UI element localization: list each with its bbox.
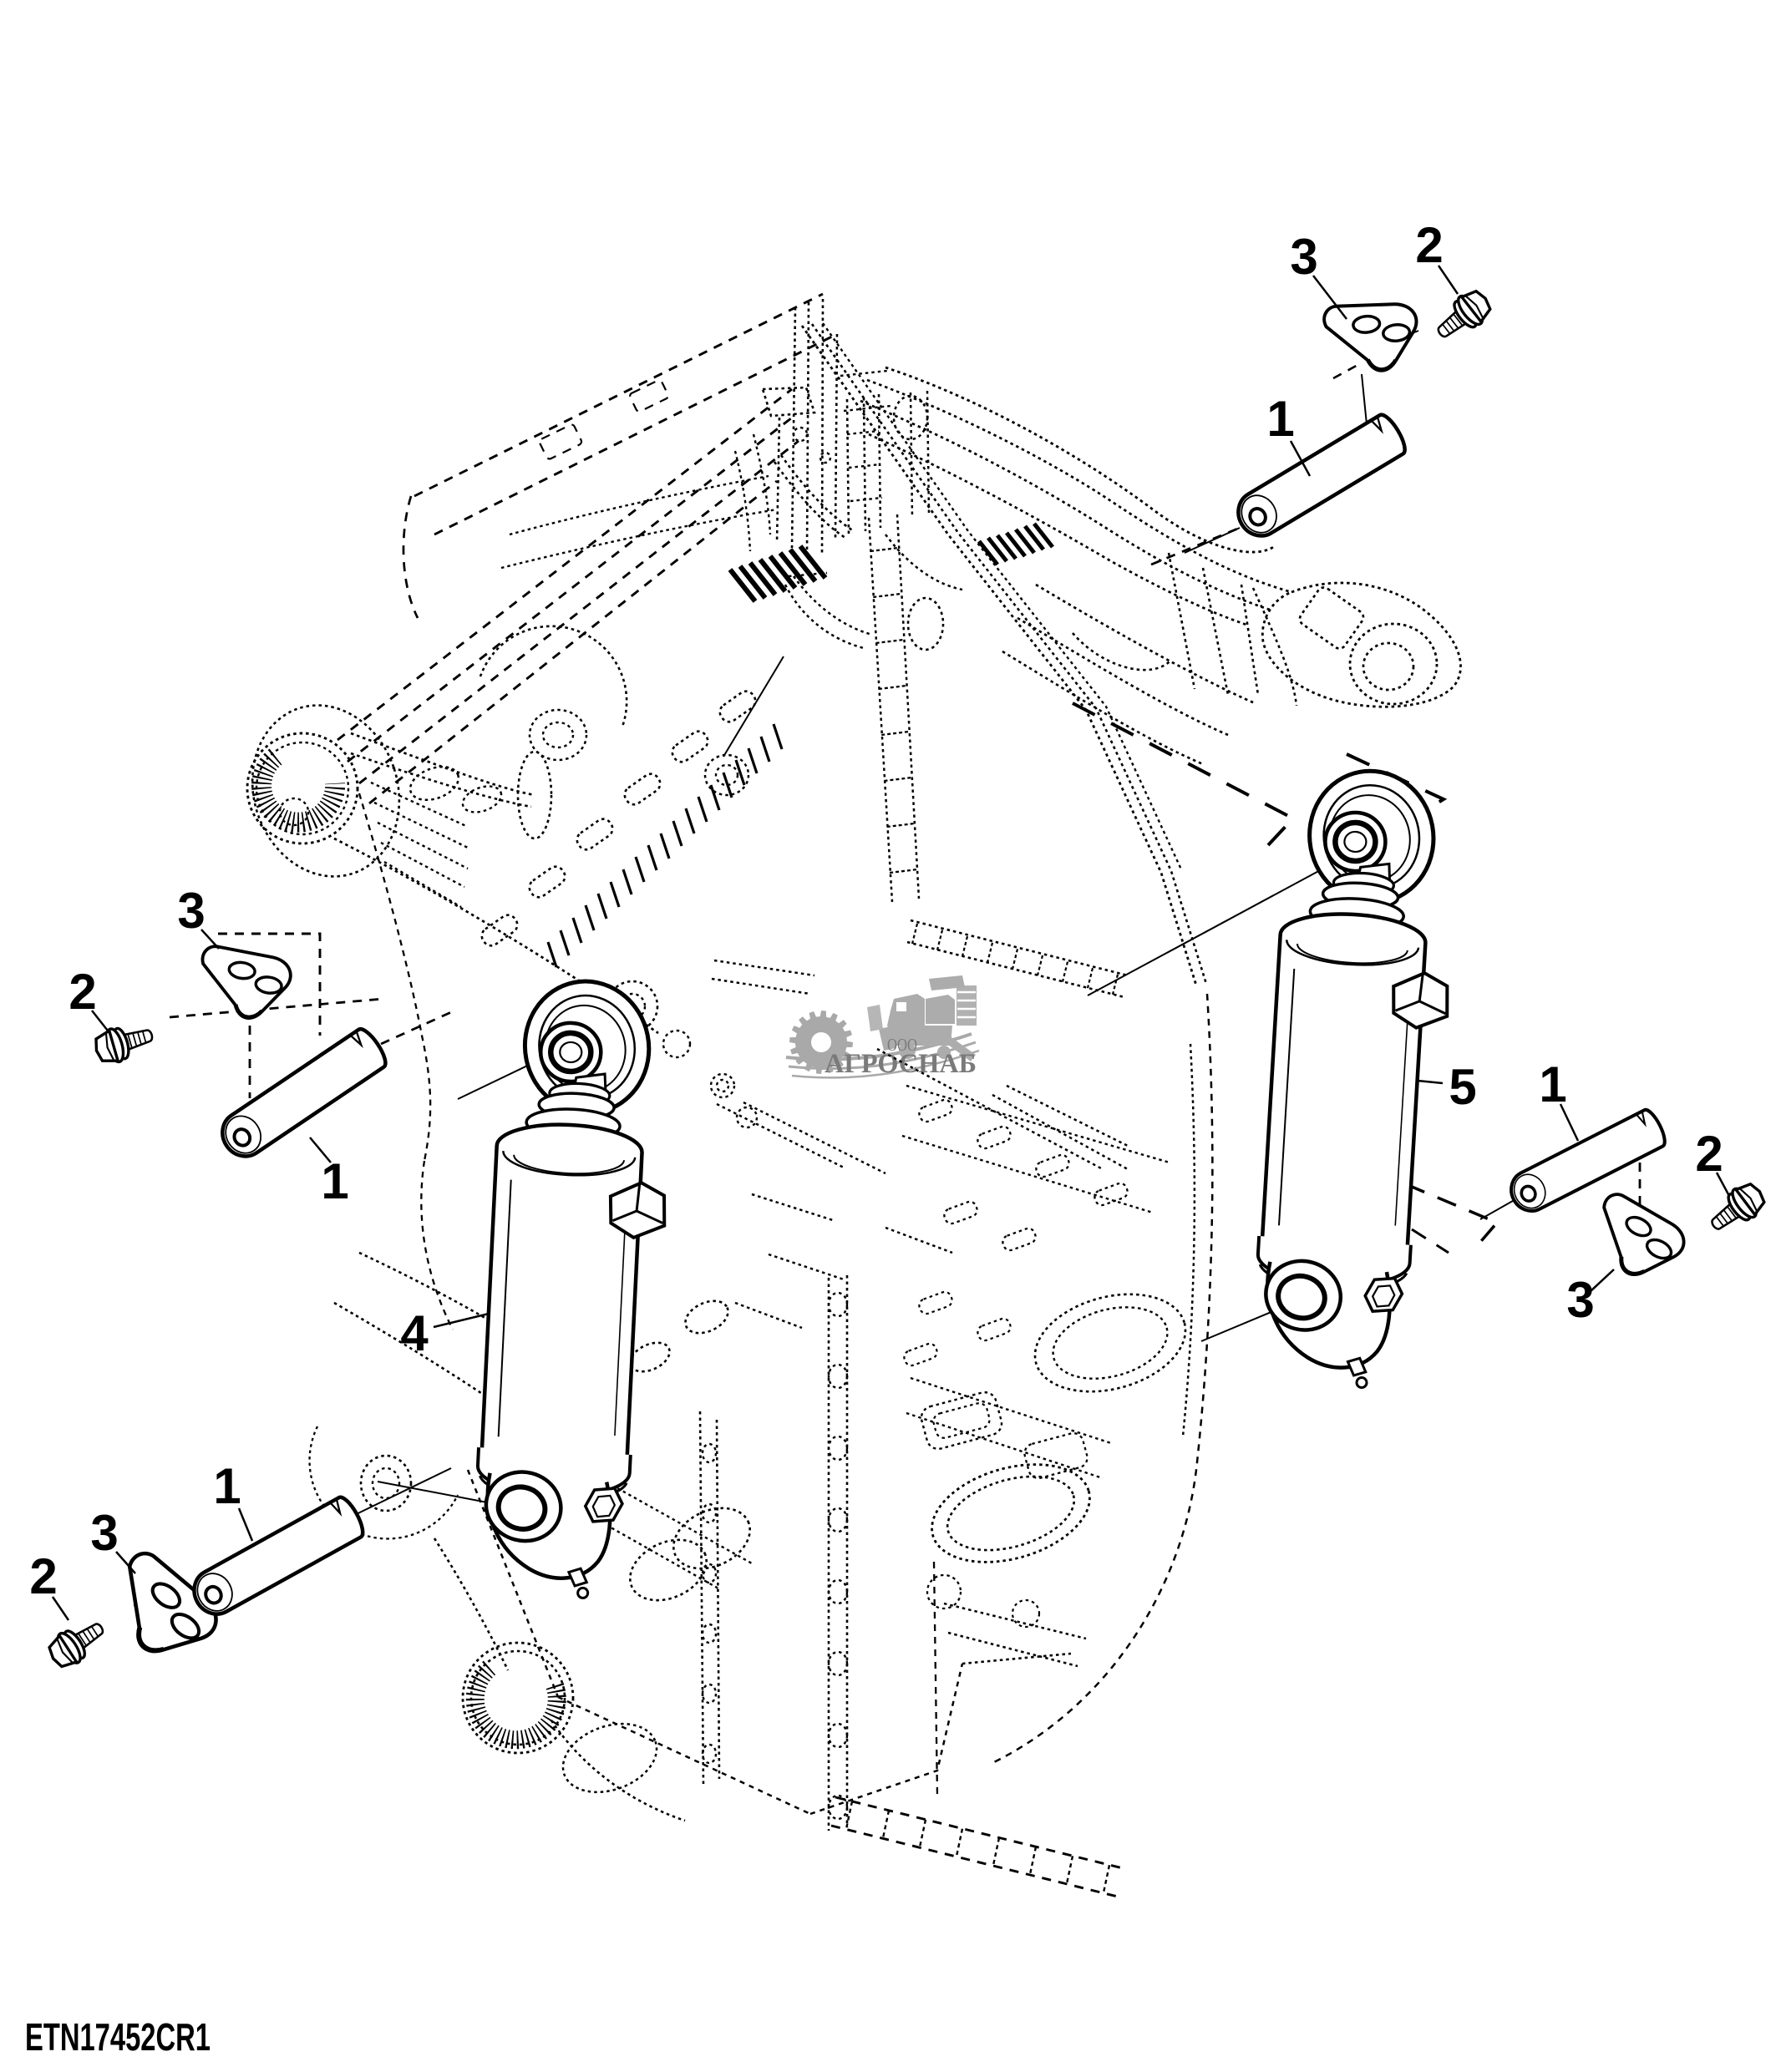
svg-text:1: 1 [1539, 1056, 1566, 1112]
svg-text:3: 3 [90, 1505, 118, 1561]
svg-text:1: 1 [1266, 391, 1294, 447]
svg-text:4: 4 [400, 1305, 429, 1361]
svg-text:OOO: OOO [887, 1035, 917, 1055]
svg-text:АГРОСНАБ: АГРОСНАБ [825, 1049, 977, 1079]
svg-text:2: 2 [69, 964, 96, 1020]
svg-text:1: 1 [213, 1458, 241, 1514]
svg-text:5: 5 [1449, 1059, 1476, 1115]
svg-text:3: 3 [1566, 1272, 1594, 1328]
svg-text:2: 2 [1695, 1126, 1723, 1182]
svg-text:2: 2 [1415, 217, 1443, 273]
svg-text:3: 3 [177, 883, 205, 939]
svg-text:ETN17452CR1: ETN17452CR1 [25, 2015, 211, 2059]
svg-text:3: 3 [1290, 229, 1317, 285]
svg-text:1: 1 [321, 1153, 348, 1209]
svg-text:2: 2 [29, 1548, 57, 1604]
